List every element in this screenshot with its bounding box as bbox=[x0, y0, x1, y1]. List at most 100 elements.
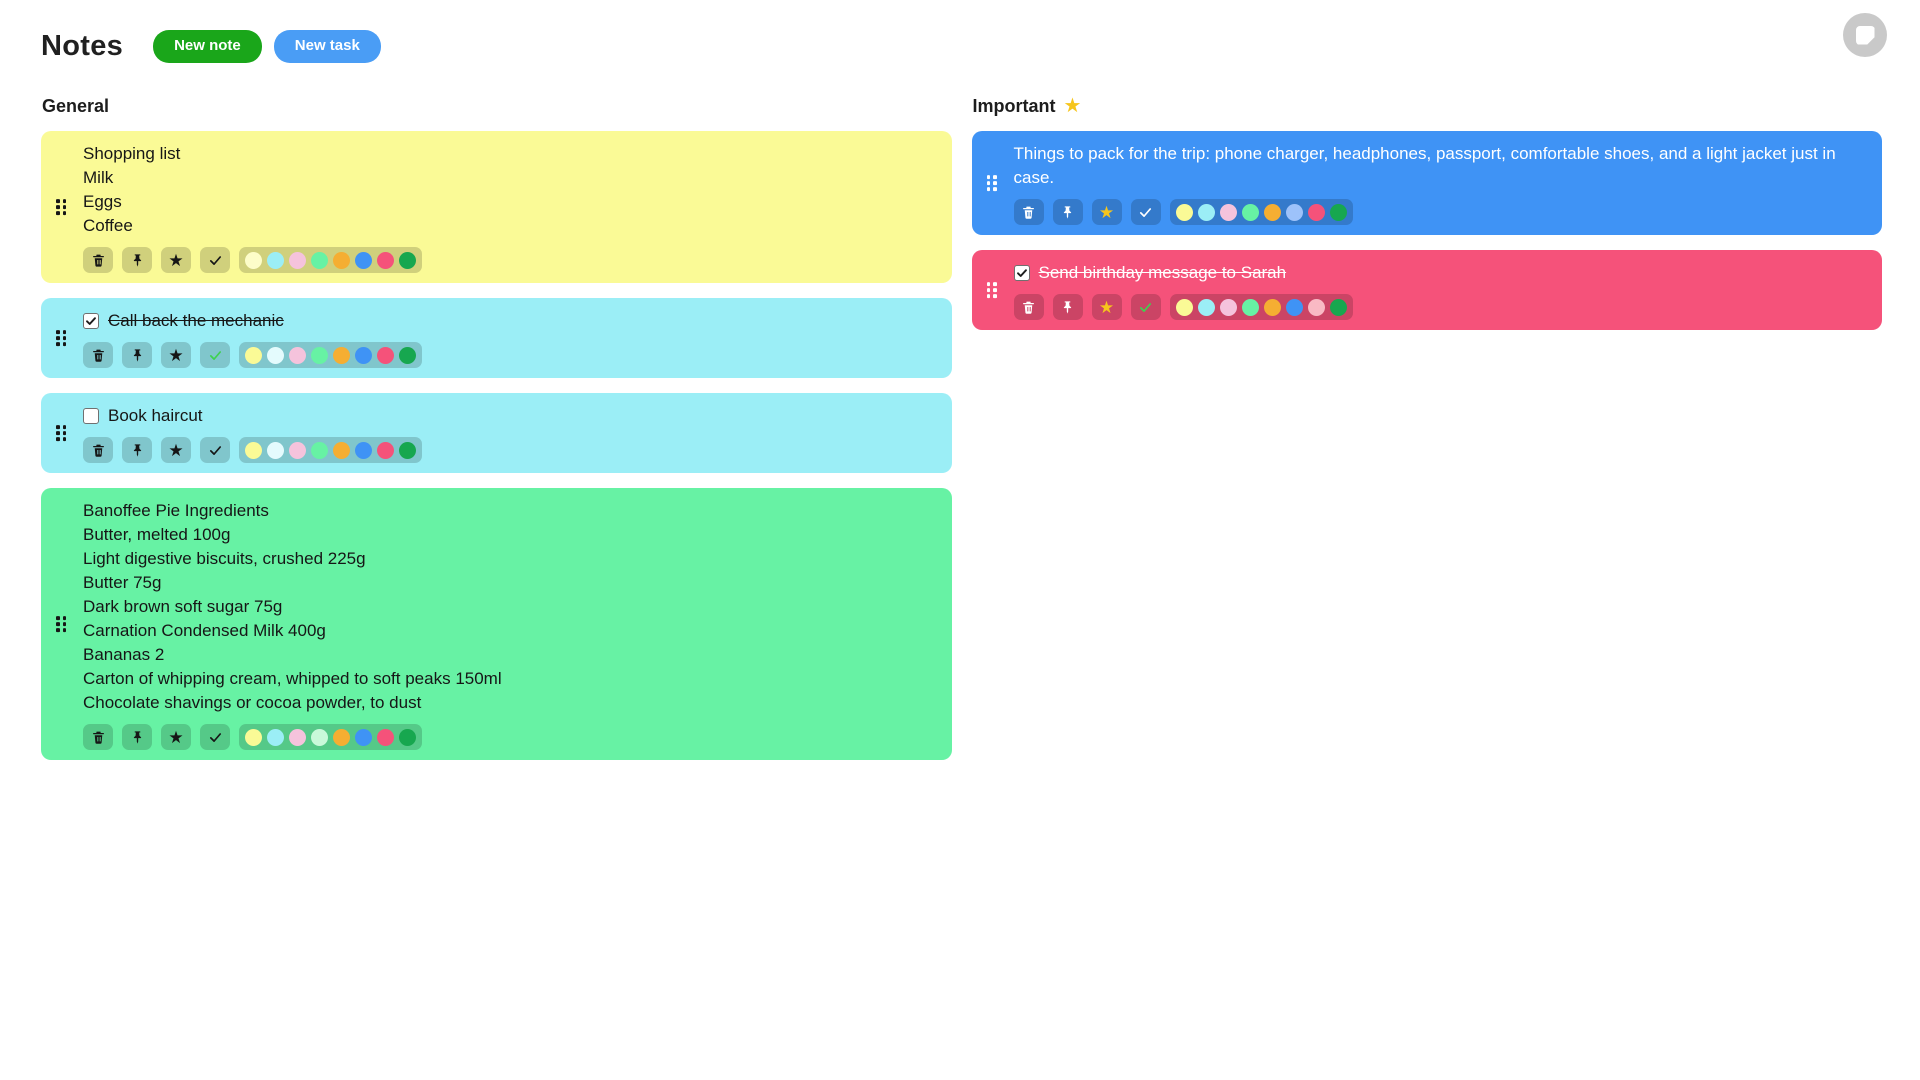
color-dot-mint[interactable] bbox=[311, 441, 328, 459]
star-button[interactable]: ★ bbox=[161, 247, 191, 273]
pin-button[interactable] bbox=[122, 342, 152, 368]
color-dot-blue[interactable] bbox=[1285, 203, 1303, 221]
delete-button[interactable] bbox=[1013, 199, 1044, 225]
drag-handle-icon[interactable] bbox=[54, 423, 69, 443]
color-dot-pink[interactable] bbox=[289, 441, 306, 459]
color-dot-blue[interactable] bbox=[355, 251, 372, 269]
color-dot-orange[interactable] bbox=[1263, 203, 1281, 221]
color-dot-mint[interactable] bbox=[311, 251, 328, 269]
delete-button[interactable] bbox=[1013, 294, 1044, 320]
color-dot-blue[interactable] bbox=[355, 728, 372, 746]
color-dot-yellow[interactable] bbox=[245, 728, 262, 746]
drag-handle-icon[interactable] bbox=[985, 280, 1000, 300]
complete-button[interactable] bbox=[200, 342, 230, 368]
color-dot-orange[interactable] bbox=[1263, 298, 1281, 316]
pin-button[interactable] bbox=[1052, 294, 1083, 320]
task-text[interactable]: Book haircut bbox=[108, 406, 203, 425]
new-task-button[interactable]: New task bbox=[273, 30, 381, 63]
color-dot-orange[interactable] bbox=[333, 728, 350, 746]
complete-button[interactable] bbox=[200, 724, 230, 750]
complete-button[interactable] bbox=[200, 437, 230, 463]
color-dot-red[interactable] bbox=[1307, 298, 1325, 316]
star-button[interactable]: ★ bbox=[161, 342, 191, 368]
color-dot-cyan[interactable] bbox=[267, 251, 284, 269]
color-dot-pink[interactable] bbox=[1219, 203, 1237, 221]
task-line: Call back the mechanic bbox=[83, 309, 934, 333]
color-dot-green[interactable] bbox=[399, 728, 416, 746]
color-dot-orange[interactable] bbox=[333, 346, 350, 364]
complete-button[interactable] bbox=[200, 247, 230, 273]
drag-handle-icon[interactable] bbox=[54, 328, 69, 348]
color-dot-green[interactable] bbox=[399, 251, 416, 269]
color-dot-green[interactable] bbox=[1329, 298, 1347, 316]
note-text[interactable]: Things to pack for the trip: phone charg… bbox=[1014, 142, 1865, 190]
task-card[interactable]: Send birthday message to Sarah ★ bbox=[971, 250, 1882, 330]
delete-button[interactable] bbox=[83, 342, 113, 368]
color-dot-pink[interactable] bbox=[1219, 298, 1237, 316]
pin-button[interactable] bbox=[1052, 199, 1083, 225]
pin-button[interactable] bbox=[122, 437, 152, 463]
color-dot-blue[interactable] bbox=[1285, 298, 1303, 316]
color-dot-yellow[interactable] bbox=[245, 346, 262, 364]
color-dot-pink[interactable] bbox=[289, 346, 306, 364]
color-dot-cyan[interactable] bbox=[267, 728, 284, 746]
star-button[interactable]: ★ bbox=[161, 724, 191, 750]
color-dot-pink[interactable] bbox=[289, 728, 306, 746]
trash-icon bbox=[1023, 206, 1034, 219]
color-dot-mint[interactable] bbox=[1241, 298, 1259, 316]
task-checkbox[interactable] bbox=[83, 313, 99, 329]
color-dot-green[interactable] bbox=[399, 441, 416, 459]
color-dot-red[interactable] bbox=[377, 728, 394, 746]
color-dot-cyan[interactable] bbox=[267, 441, 284, 459]
color-dot-yellow[interactable] bbox=[245, 441, 262, 459]
color-dot-blue[interactable] bbox=[355, 346, 372, 364]
color-dot-cyan[interactable] bbox=[1197, 298, 1215, 316]
star-button[interactable]: ★ bbox=[161, 437, 191, 463]
task-checkbox[interactable] bbox=[83, 408, 99, 424]
delete-button[interactable] bbox=[83, 437, 113, 463]
task-card[interactable]: Book haircut ★ bbox=[41, 393, 952, 473]
complete-button[interactable] bbox=[1130, 294, 1161, 320]
color-dot-green[interactable] bbox=[1329, 203, 1347, 221]
note-card[interactable]: Things to pack for the trip: phone charg… bbox=[971, 131, 1882, 235]
note-toolbar: ★ bbox=[83, 247, 934, 273]
color-dot-cyan[interactable] bbox=[267, 346, 284, 364]
drag-handle-icon[interactable] bbox=[985, 173, 1000, 193]
task-text[interactable]: Send birthday message to Sarah bbox=[1038, 263, 1287, 282]
color-dot-yellow[interactable] bbox=[1175, 298, 1193, 316]
delete-button[interactable] bbox=[83, 247, 113, 273]
delete-button[interactable] bbox=[83, 724, 113, 750]
pin-button[interactable] bbox=[122, 247, 152, 273]
color-dot-yellow[interactable] bbox=[1175, 203, 1193, 221]
star-button[interactable]: ★ bbox=[1091, 199, 1122, 225]
star-button[interactable]: ★ bbox=[1091, 294, 1122, 320]
pin-button[interactable] bbox=[122, 724, 152, 750]
color-dot-pink[interactable] bbox=[289, 251, 306, 269]
color-dot-mint[interactable] bbox=[1241, 203, 1259, 221]
task-text[interactable]: Call back the mechanic bbox=[108, 311, 284, 330]
color-dot-mint[interactable] bbox=[311, 346, 328, 364]
color-dot-cyan[interactable] bbox=[1197, 203, 1215, 221]
color-dot-red[interactable] bbox=[377, 251, 394, 269]
color-dot-yellow[interactable] bbox=[245, 251, 262, 269]
task-checkbox[interactable] bbox=[1013, 265, 1030, 281]
drag-handle-icon[interactable] bbox=[54, 614, 69, 634]
new-note-button[interactable]: New note bbox=[153, 30, 262, 63]
column-heading-label: General bbox=[42, 96, 110, 116]
color-dot-orange[interactable] bbox=[333, 251, 350, 269]
color-dot-blue[interactable] bbox=[355, 441, 372, 459]
app-menu-button[interactable] bbox=[1843, 13, 1887, 57]
color-dot-mint[interactable] bbox=[311, 728, 328, 746]
task-card[interactable]: Call back the mechanic ★ bbox=[41, 298, 952, 378]
color-dot-red[interactable] bbox=[377, 346, 394, 364]
color-dot-red[interactable] bbox=[377, 441, 394, 459]
complete-button[interactable] bbox=[1130, 199, 1161, 225]
drag-handle-icon[interactable] bbox=[54, 197, 69, 217]
color-dot-orange[interactable] bbox=[333, 441, 350, 459]
color-dot-red[interactable] bbox=[1307, 203, 1325, 221]
color-dot-green[interactable] bbox=[399, 346, 416, 364]
